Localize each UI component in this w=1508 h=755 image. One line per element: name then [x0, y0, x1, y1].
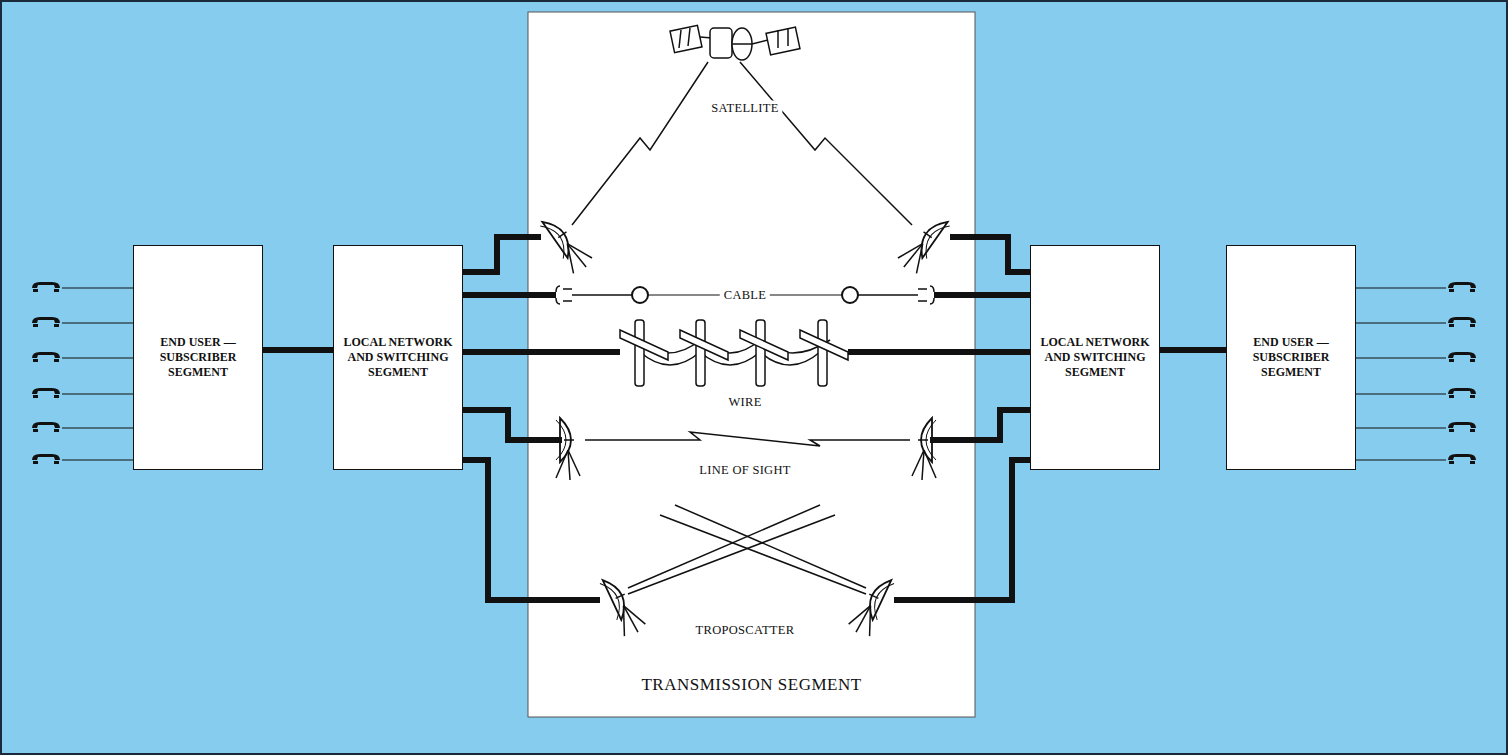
line-of-sight-beam	[585, 432, 910, 446]
switching-box: LOCAL NETWORK AND SWITCHING SEGMENT	[333, 245, 463, 470]
troposcatter-beams	[628, 505, 866, 594]
wire-poles	[620, 320, 848, 386]
transmission-link	[463, 349, 1030, 355]
node-text: END USER — SUBSCRIBER SEGMENT	[1233, 335, 1349, 380]
telephones-left	[32, 282, 133, 464]
node-text: LOCAL NETWORK AND SWITCHING SEGMENT	[1037, 335, 1153, 380]
medium-label: WIRE	[724, 395, 765, 410]
node-text: LOCAL NETWORK AND SWITCHING SEGMENT	[340, 335, 456, 380]
transmission-link	[463, 460, 1030, 600]
telephones-right	[1355, 282, 1476, 464]
transmission-link	[263, 347, 333, 353]
node-text: TRANSMISSION SEGMENT	[641, 674, 861, 695]
medium-label: SATELLITE	[707, 101, 782, 116]
transmission-link	[463, 410, 1030, 440]
satellite	[572, 25, 912, 225]
subscriber-box: END USER — SUBSCRIBER SEGMENT	[1226, 245, 1356, 470]
medium-label: LINE OF SIGHT	[695, 463, 794, 478]
transmission-link	[1160, 347, 1226, 353]
switching-box: LOCAL NETWORK AND SWITCHING SEGMENT	[1030, 245, 1160, 470]
cable	[556, 286, 934, 304]
medium-label: CABLE	[720, 288, 770, 303]
medium-label: TROPOSCATTER	[692, 623, 799, 638]
transmission-link	[463, 237, 1030, 272]
node-text: END USER — SUBSCRIBER SEGMENT	[140, 335, 256, 380]
subscriber-box: END USER — SUBSCRIBER SEGMENT	[133, 245, 263, 470]
transmission-panel: TRANSMISSION SEGMENT	[528, 12, 975, 717]
